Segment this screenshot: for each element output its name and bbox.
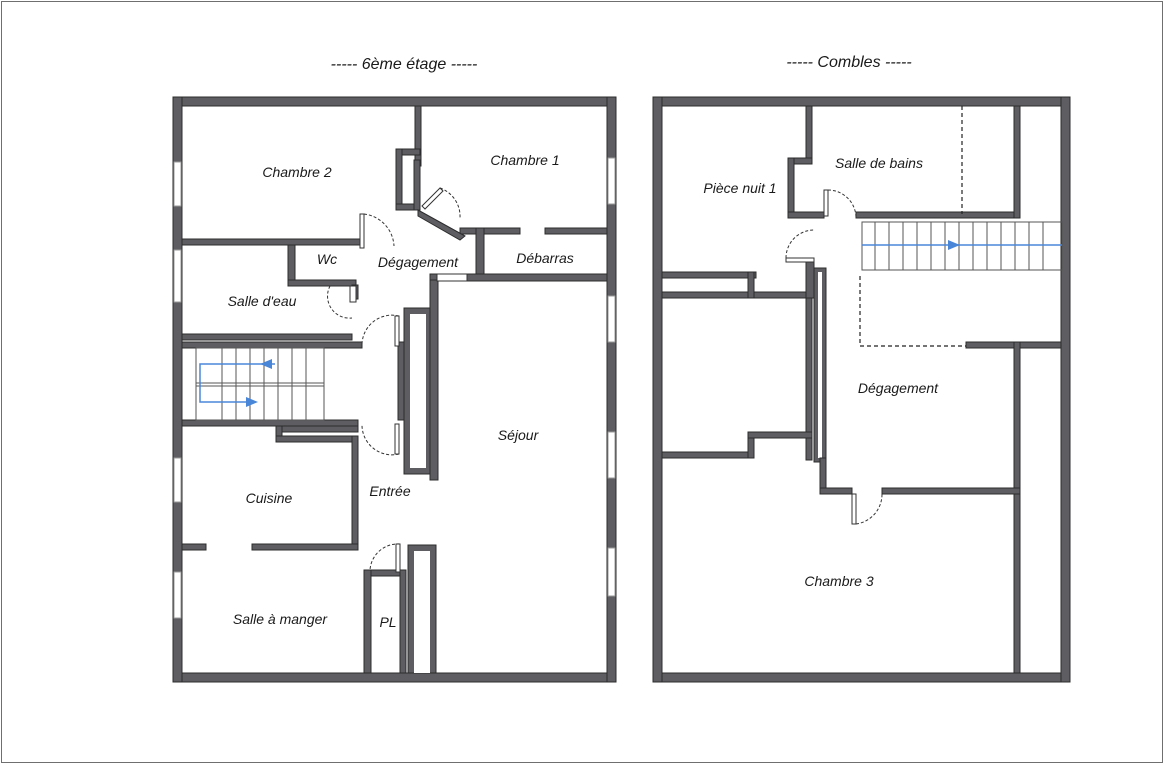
room-labels: Pièce nuit 1 Salle de bains Dégagement C… bbox=[703, 155, 939, 589]
plan-combles: ----- Combles ----- bbox=[652, 54, 1071, 683]
doors bbox=[785, 189, 883, 525]
room-chambre-2: Chambre 2 bbox=[262, 164, 331, 180]
windows bbox=[173, 157, 616, 619]
plan-title: ----- 6ème étage ----- bbox=[331, 56, 478, 73]
room-chambre-3: Chambre 3 bbox=[804, 573, 873, 589]
room-degagement: Dégagement bbox=[378, 254, 459, 270]
room-cuisine: Cuisine bbox=[246, 490, 293, 506]
room-debarras: Débarras bbox=[516, 250, 574, 266]
room-chambre-1: Chambre 1 bbox=[490, 152, 559, 168]
interior-walls bbox=[181, 105, 608, 674]
room-pl: PL bbox=[379, 614, 396, 630]
roof-line bbox=[859, 106, 966, 347]
exterior-walls bbox=[652, 96, 1071, 683]
room-salle-de-bains: Salle de bains bbox=[835, 155, 923, 171]
plan-6eme-etage: ----- 6ème étage ----- bbox=[172, 56, 617, 683]
room-salle-eau: Salle d'eau bbox=[228, 293, 297, 309]
plan-title: ----- Combles ----- bbox=[786, 54, 911, 71]
staircase-combles bbox=[861, 221, 1063, 271]
room-degagement: Dégagement bbox=[858, 380, 939, 396]
room-wc: Wc bbox=[317, 251, 337, 267]
exterior-walls bbox=[172, 96, 617, 683]
room-labels: Chambre 2 Chambre 1 Wc Dégagement Débarr… bbox=[228, 152, 574, 630]
room-entree: Entrée bbox=[369, 483, 410, 499]
room-sejour: Séjour bbox=[498, 427, 540, 443]
doors bbox=[327, 187, 468, 573]
staircase-6eme bbox=[195, 347, 325, 421]
room-salle-a-manger: Salle à manger bbox=[233, 611, 329, 627]
room-piece-nuit-1: Pièce nuit 1 bbox=[703, 180, 776, 196]
